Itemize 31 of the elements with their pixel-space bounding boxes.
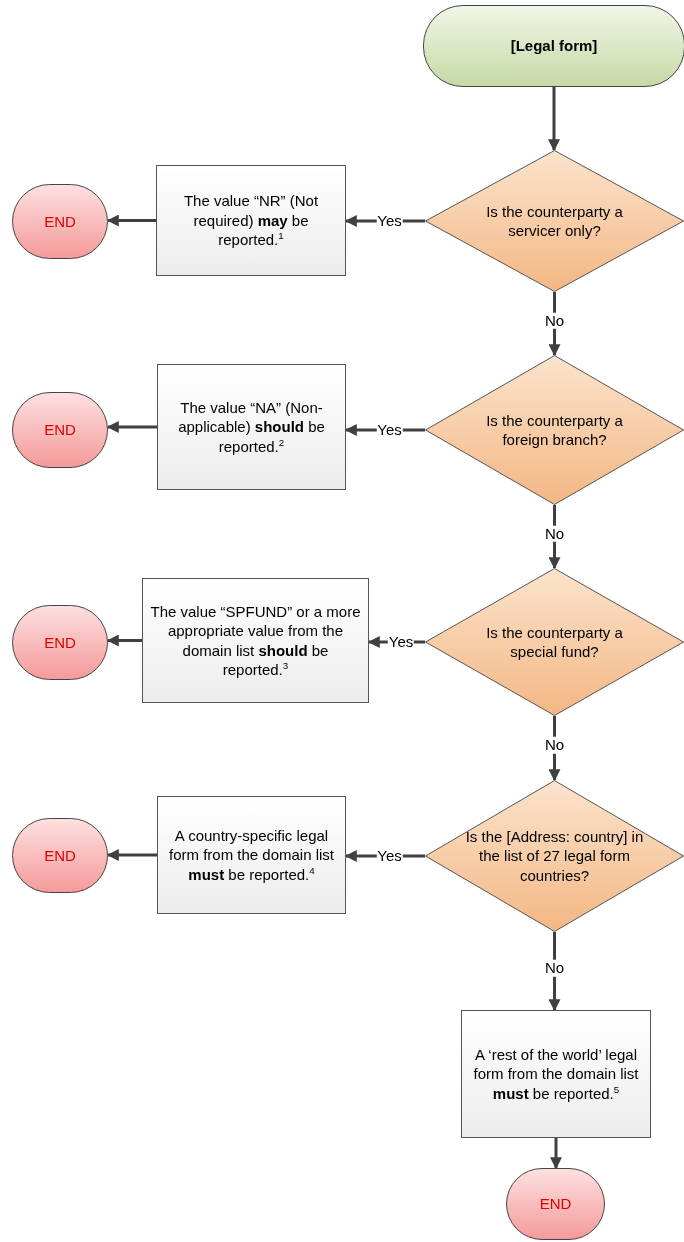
terminator-label: END: [44, 632, 76, 653]
edge-label: No: [543, 736, 566, 754]
instruction-text: The value “SPFUND” or a more appropriate value from the domain list should be reported.$^{3}$: [149, 601, 362, 680]
arrow: [106, 214, 156, 227]
process-box: [157, 796, 346, 914]
arrow: [106, 849, 157, 861]
question-text: Is the counterparty a foreign branch?: [485, 410, 624, 450]
instruction-text: A country-specific legal form from the domain list must be reported.$^{4}$: [167, 825, 336, 885]
edge-label: No: [543, 525, 566, 542]
arrow: [106, 634, 142, 647]
start-terminator: [423, 5, 684, 87]
process-box: [461, 1010, 651, 1138]
process-box: [156, 165, 346, 276]
instruction-text: The value “NR” (Not required) may be reported.$^{1}$: [182, 191, 320, 250]
terminator-label: END: [44, 211, 76, 232]
arrow: [548, 87, 560, 152]
instruction-text: A ‘rest of the world’ legal form from the domain list must be reported.$^{5}$: [472, 1044, 640, 1104]
process-box: [157, 364, 346, 490]
edge-label: No: [543, 312, 566, 329]
question-text: Is the [Address: country] in the list of 27 legal form countries?: [464, 826, 645, 886]
arrow: [550, 1138, 562, 1170]
terminator-label: END: [44, 420, 76, 440]
edge-label: No: [543, 959, 566, 977]
instruction-text: The value “NA” (Non-applicable) should be reported.$^{2}$: [177, 397, 326, 457]
terminator-label: END: [44, 845, 76, 866]
terminator-label: [Legal form]: [510, 36, 598, 56]
terminator-label: END: [539, 1194, 572, 1214]
question-text: Is the counterparty a special fund?: [485, 622, 624, 662]
arrow: [106, 421, 157, 433]
process-box: [142, 578, 369, 703]
question-text: Is the counterparty a servicer only?: [485, 201, 624, 241]
